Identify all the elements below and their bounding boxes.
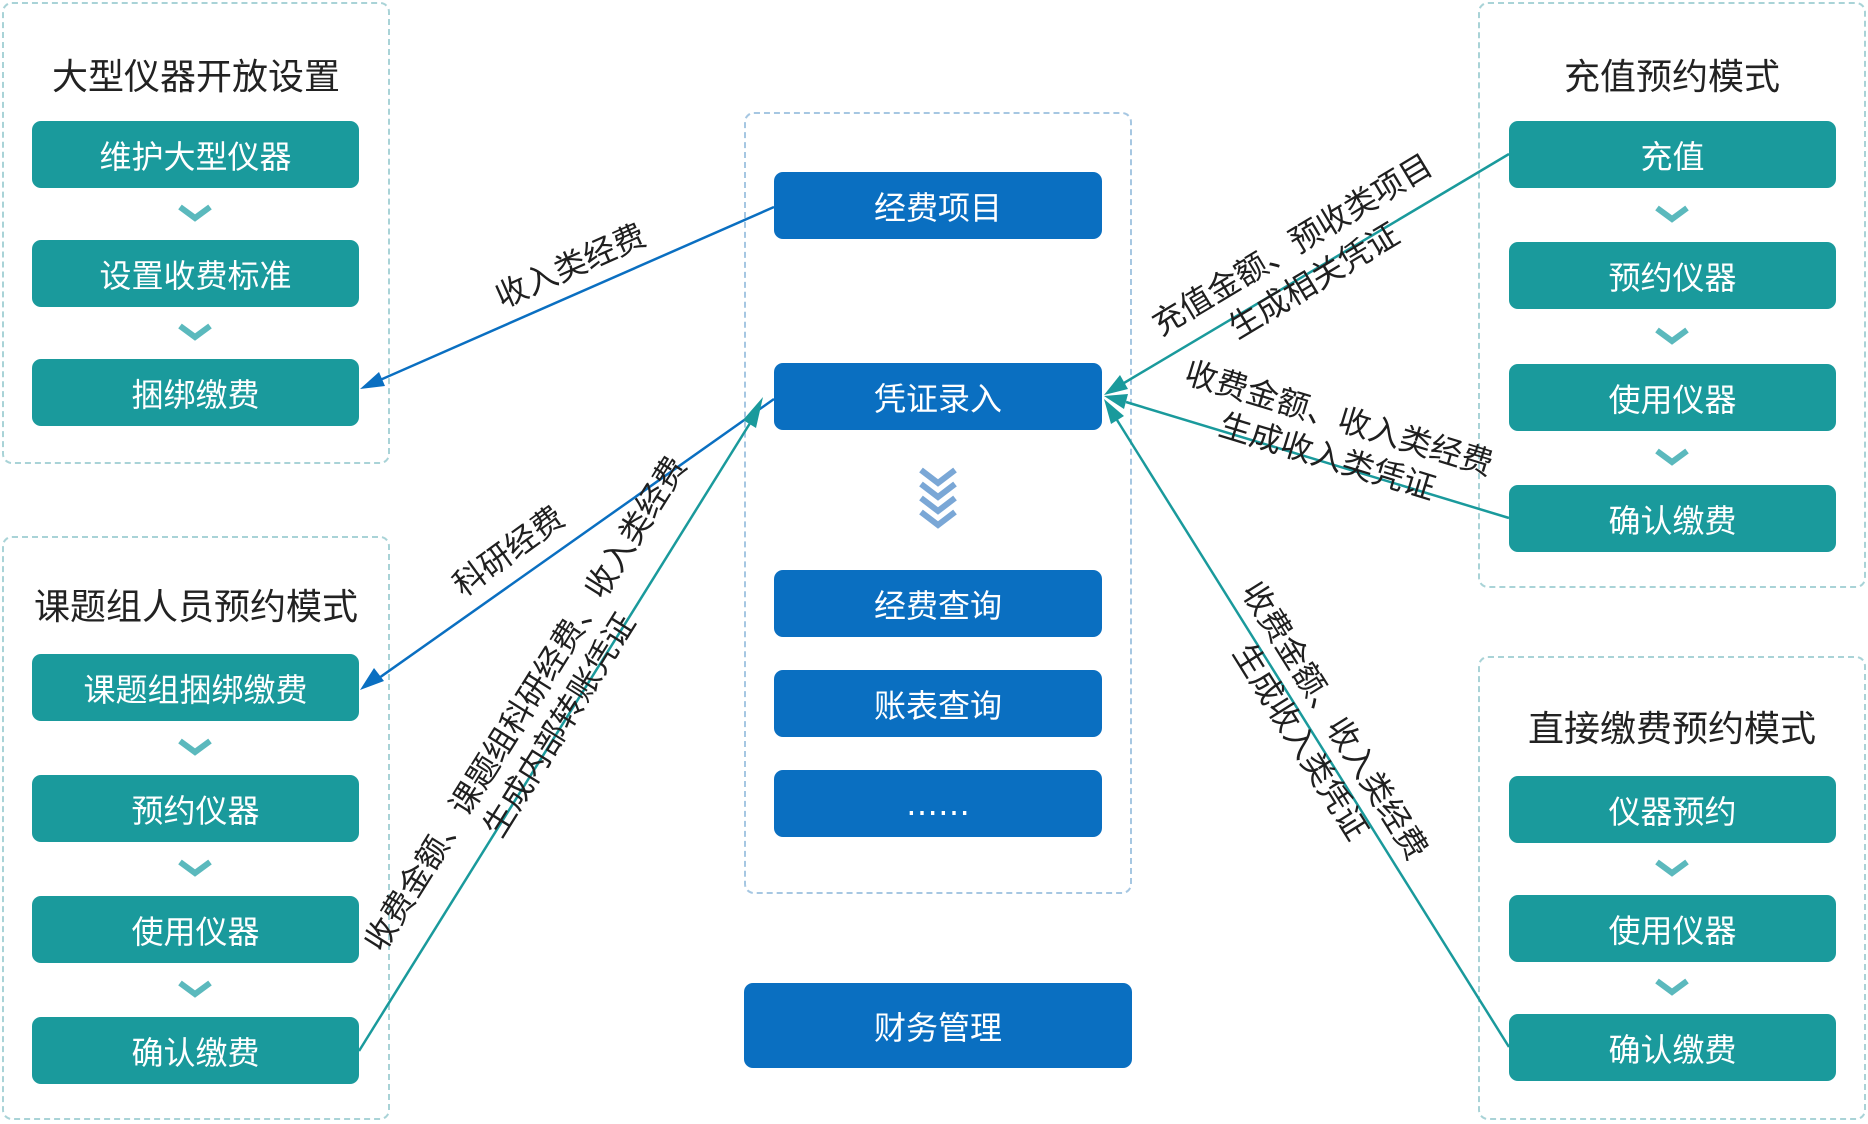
chevron-down-icon [1655, 205, 1689, 223]
recharge-book-instrument-box[interactable]: 预约仪器 [1509, 242, 1836, 309]
income-fee-label: 收入类经费 [490, 216, 652, 316]
group-use-instrument-box[interactable]: 使用仪器 [32, 896, 359, 963]
recharge-booking-panel: 充值预约模式 [1478, 2, 1866, 588]
direct-book-instrument-box[interactable]: 仪器预约 [1509, 776, 1836, 843]
arrowhead-icon [360, 668, 384, 690]
chevron-down-icon [1655, 859, 1689, 877]
more-items-box[interactable]: …… [774, 770, 1102, 837]
finance-center-panel [744, 112, 1132, 894]
income-fee-arrow [379, 205, 775, 382]
set-fee-standard-box[interactable]: 设置收费标准 [32, 240, 359, 307]
fund-project-box[interactable]: 经费项目 [774, 172, 1102, 239]
direct-booking-panel: 直接缴费预约模式 [1478, 656, 1866, 1120]
research-fee-label: 科研经费 [446, 498, 572, 604]
arrowhead-icon [1104, 399, 1124, 424]
voucher-entry-box[interactable]: 凭证录入 [774, 363, 1102, 430]
instrument-setup-panel: 大型仪器开放设置 [2, 2, 390, 464]
instrument-setup-title: 大型仪器开放设置 [51, 57, 340, 98]
recharge-arrow [1123, 152, 1510, 385]
recharge-booking-title: 充值预约模式 [1563, 57, 1780, 98]
chevron-down-icon [178, 980, 212, 998]
multi-chevron-down-icon [919, 467, 957, 529]
recharge-box[interactable]: 充值 [1509, 121, 1836, 188]
direct-fee-arrow [1115, 419, 1511, 1048]
arrowhead-icon [743, 397, 763, 428]
chevron-down-icon [1655, 978, 1689, 996]
chevron-down-icon [1655, 448, 1689, 466]
group-booking-title: 课题组人员预约模式 [33, 587, 358, 628]
chevron-down-icon [178, 323, 212, 341]
maintain-instrument-box[interactable]: 维护大型仪器 [32, 121, 359, 188]
chevron-down-icon [178, 204, 212, 222]
group-bind-payment-box[interactable]: 课题组捆绑缴费 [32, 654, 359, 721]
bind-payment-box[interactable]: 捆绑缴费 [32, 359, 359, 426]
chevron-down-icon [178, 738, 212, 756]
group-transfer-arrow [357, 419, 754, 1052]
research-fee-arrow [378, 397, 775, 680]
arrowhead-icon [360, 372, 385, 389]
fund-query-box[interactable]: 经费查询 [774, 570, 1102, 637]
group-confirm-payment-box[interactable]: 确认缴费 [32, 1017, 359, 1084]
direct-use-instrument-box[interactable]: 使用仪器 [1509, 895, 1836, 962]
direct-confirm-payment-box[interactable]: 确认缴费 [1509, 1014, 1836, 1081]
confirm-fee-arrow [1125, 400, 1510, 520]
group-book-instrument-box[interactable]: 预约仪器 [32, 775, 359, 842]
finance-management-box[interactable]: 财务管理 [744, 983, 1132, 1068]
recharge-confirm-payment-box[interactable]: 确认缴费 [1509, 485, 1836, 552]
ledger-query-box[interactable]: 账表查询 [774, 670, 1102, 737]
group-booking-panel: 课题组人员预约模式 [2, 536, 390, 1120]
recharge-use-instrument-box[interactable]: 使用仪器 [1509, 364, 1836, 431]
direct-booking-title: 直接缴费预约模式 [1527, 709, 1816, 750]
chevron-down-icon [178, 859, 212, 877]
arrowhead-icon [1104, 375, 1128, 395]
chevron-down-icon [1655, 327, 1689, 345]
arrowhead-icon [1104, 394, 1128, 409]
